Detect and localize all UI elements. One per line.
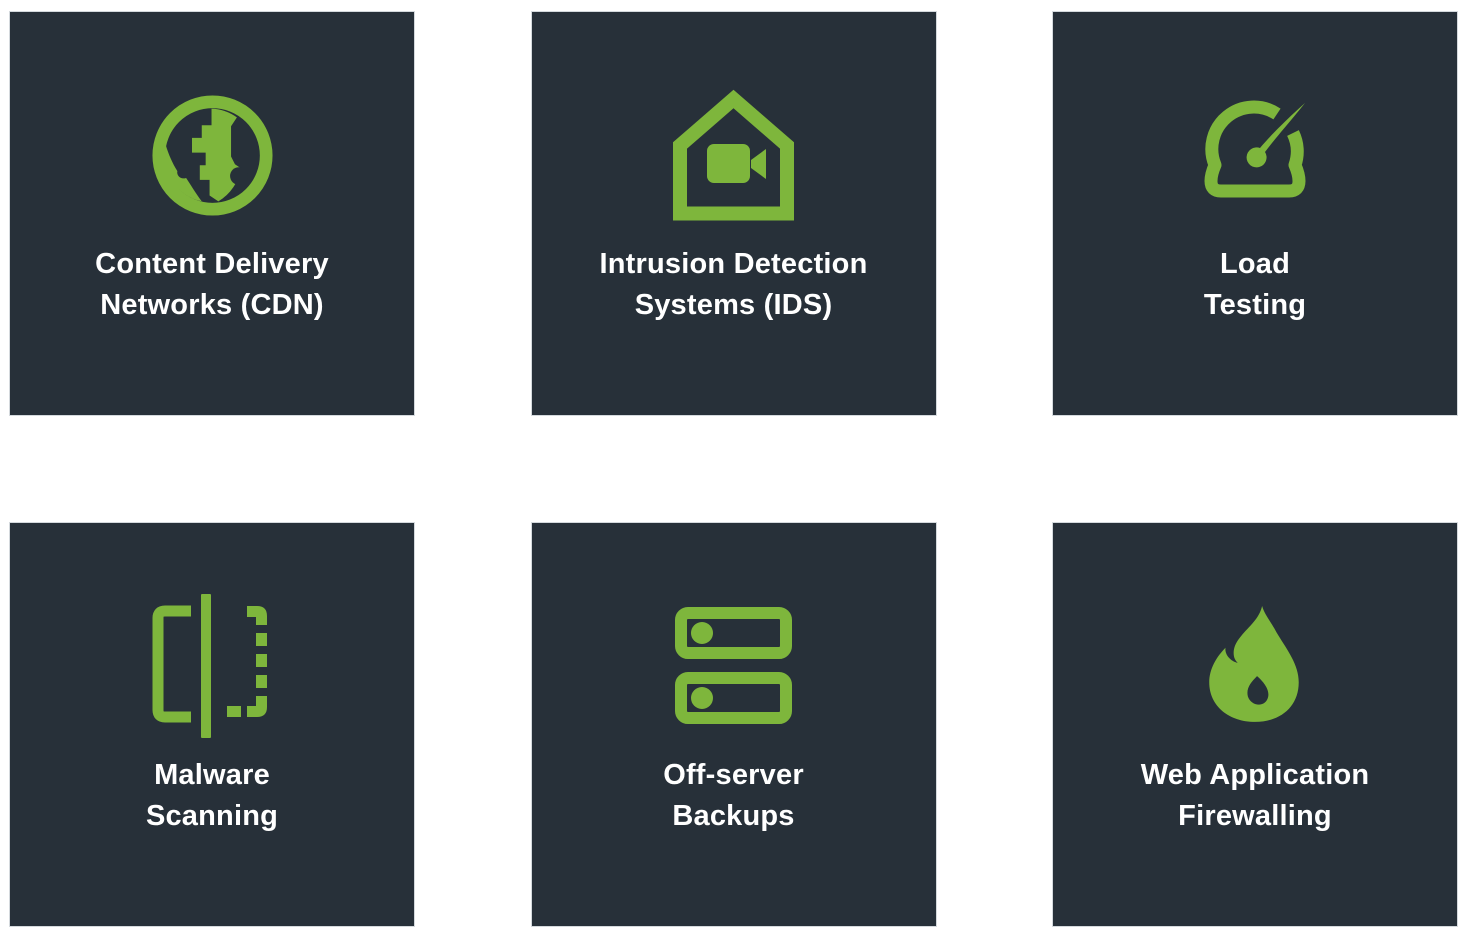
card-off-server-backups: Off-server Backups [531,523,936,926]
card-label-line1: Load [1219,248,1291,280]
house-camera-icon [671,80,796,230]
card-intrusion-detection-systems: Intrusion Detection Systems (IDS) [531,12,936,415]
card-label-line1: Web Application [1140,759,1370,791]
card-web-application-firewalling: Web Application Firewalling [1053,523,1457,926]
card-malware-scanning: Malware Scanning [10,523,414,926]
card-label-line1: Content Delivery [95,248,329,280]
card-label: Malware Scanning [146,755,278,837]
card-label: Off-server Backups [663,755,804,837]
card-label-line2: Backups [672,800,795,832]
card-label-line2: Firewalling [1178,800,1332,832]
card-label-line1: Intrusion Detection [599,248,868,280]
card-label: Content Delivery Networks (CDN) [95,244,329,326]
card-label-line2: Testing [1203,289,1307,321]
server-stack-icon [675,591,792,741]
features-grid: Content Delivery Networks (CDN) Intrusio… [10,12,1457,926]
card-label-line1: Off-server [663,759,804,791]
card-label: Load Testing [1204,244,1306,326]
card-label-line2: Systems (IDS) [634,289,833,321]
card-label-line2: Scanning [145,800,279,832]
card-label: Intrusion Detection Systems (IDS) [599,244,867,326]
globe-icon [151,80,274,230]
card-content-delivery-networks: Content Delivery Networks (CDN) [10,12,414,415]
speedometer-icon [1185,80,1325,230]
card-label-line2: Networks (CDN) [100,289,324,321]
scanner-icon [147,591,277,741]
card-label: Web Application Firewalling [1141,755,1370,837]
card-label-line1: Malware [154,759,270,791]
flame-icon [1209,591,1301,741]
card-load-testing: Load Testing [1053,12,1457,415]
